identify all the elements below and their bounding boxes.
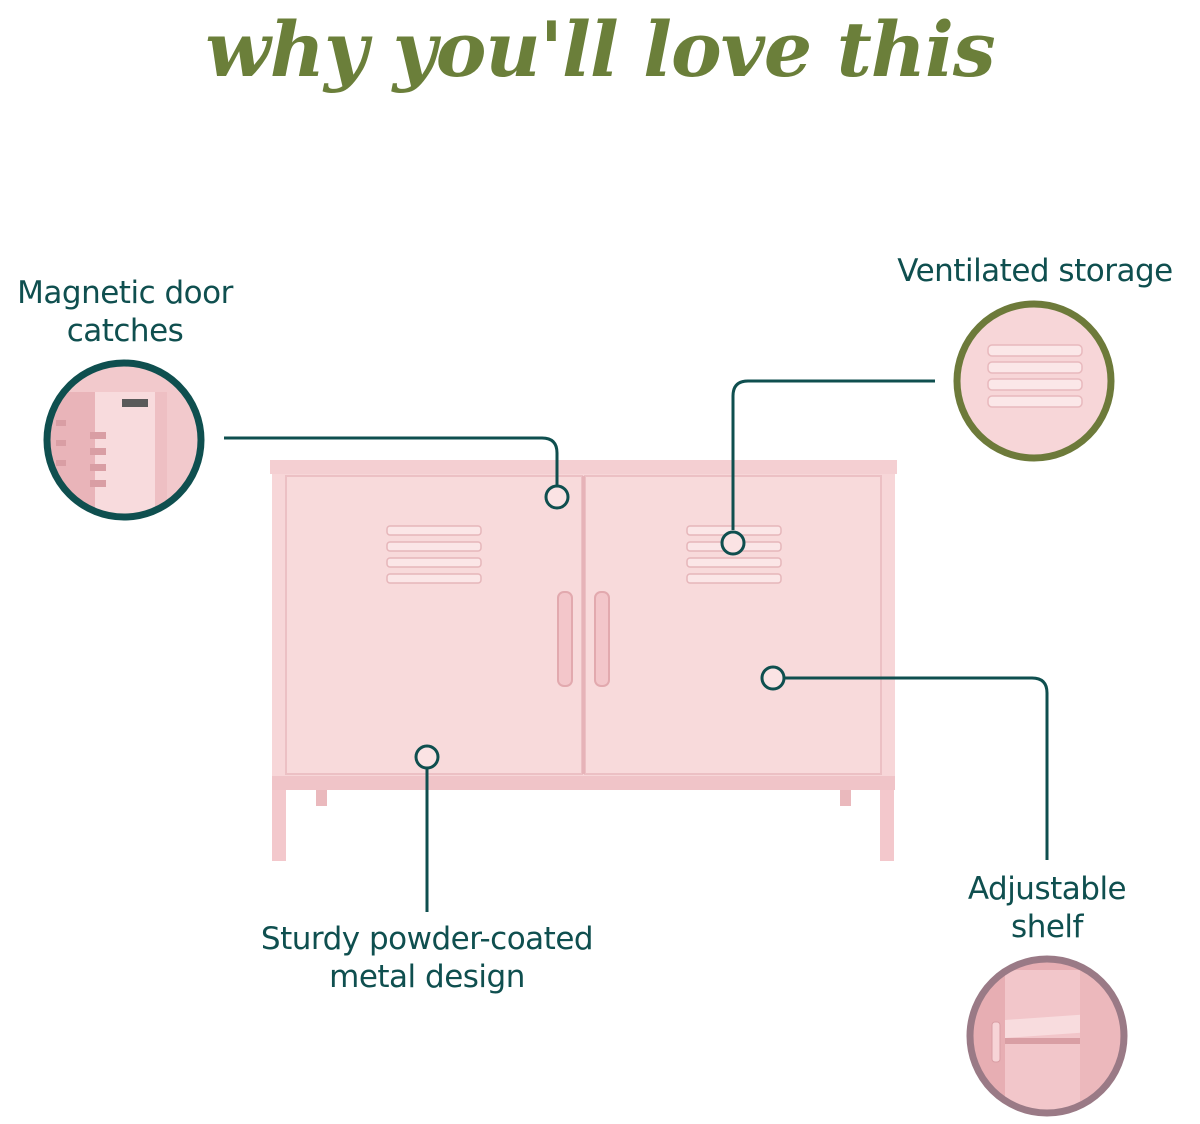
callout-sturdy-line1: Sturdy powder-coated — [260, 921, 594, 957]
callout-ventilated-label: Ventilated storage — [880, 252, 1190, 290]
door-left — [285, 475, 583, 775]
cabinet — [270, 460, 897, 861]
leader-lines — [224, 379, 1049, 912]
cabinet-top — [270, 460, 897, 474]
callout-shelf-label: Adjustable shelf — [932, 870, 1162, 946]
leader-ventilated — [731, 379, 935, 530]
dot-shelf — [760, 665, 786, 691]
cabinet-front-leg-left — [272, 786, 286, 861]
callout-shelf-line2: shelf — [1011, 909, 1083, 945]
callout-sturdy-label: Sturdy powder-coated metal design — [227, 920, 627, 996]
callout-sturdy-line2: metal design — [329, 959, 525, 995]
callout-magnetic-label: Magnetic door catches — [0, 274, 250, 350]
leader-magnetic — [224, 436, 559, 485]
handle-right — [594, 591, 610, 687]
headline: why you'll love this — [205, 5, 995, 94]
vent-closeup-icon — [953, 300, 1115, 462]
cabinet-back-leg-right — [840, 786, 851, 806]
dot-magnetic — [544, 484, 570, 510]
cabinet-back-leg-left — [316, 786, 327, 806]
vent-left — [386, 525, 482, 584]
handle-left — [557, 591, 573, 687]
leader-shelf — [785, 676, 1049, 860]
callout-ventilated-line1: Ventilated storage — [897, 253, 1173, 289]
cabinet-bottom-rail — [272, 776, 895, 790]
dot-ventilated — [720, 530, 746, 556]
dot-sturdy — [414, 744, 440, 770]
magnetic-catch-closeup-icon — [43, 359, 205, 521]
callout-shelf-line1: Adjustable — [967, 871, 1127, 907]
cabinet-front-leg-right — [880, 786, 894, 861]
callout-magnetic-line2: catches — [66, 313, 184, 349]
callout-magnetic-line1: Magnetic door — [17, 275, 233, 311]
leader-dots — [414, 484, 786, 770]
shelf-closeup-icon — [966, 955, 1128, 1117]
